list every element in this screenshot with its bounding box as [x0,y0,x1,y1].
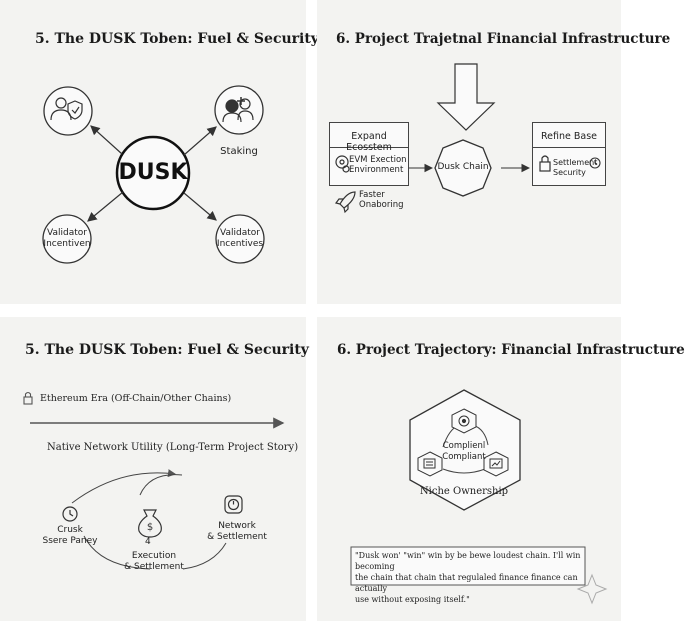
sparkle-icon [576,573,608,605]
cycle-arc-bottom [442,468,486,474]
flow-arc-bottom-left [83,535,151,570]
staking-label: Staking [220,146,258,157]
document-icon [417,451,443,477]
gear-network-icon [451,408,477,434]
validator-right-label: Validator Incentives [216,228,264,249]
box-divider [329,147,409,148]
faster-onboarding-label: Faster Onaboring [359,190,404,210]
svg-text:$: $ [147,522,153,533]
dusk-center-circle [115,135,191,211]
dusk-center-label: DUSK [118,160,188,185]
panel-title: 5. The DUSK Toben: Fuel & Security [25,342,309,358]
compliant-label: Complienl Compliant [442,441,486,462]
gear-icon [335,155,350,173]
clock-icon [62,506,78,522]
panel-financial-infrastructure: 6. Project Trajectory: Financial Infrast… [317,317,685,621]
panel-dusk-token-story: 5. The DUSK Toben: Fuel & Security $ [0,317,309,621]
flow-arc-top [71,469,176,504]
validator-left-label: Validator Incentiven [43,228,91,249]
clock-icon [589,157,601,169]
panel-title: 6. Project Trajetnal Financial Infrastru… [336,31,671,47]
infrastructure-diagram [350,389,608,605]
trajectory-diagram [334,63,601,214]
flow-arc-bottom-right [182,542,227,570]
dashboard-icon [483,451,509,477]
lock-icon [23,391,33,405]
expand-ecosystem-box [329,122,409,186]
rocket-icon [334,191,356,214]
panel-title: 5. The DUSK Toben: Fuel & Security [35,31,319,47]
staking-people-icon [222,97,254,123]
token-diagram [42,85,265,264]
flow-arc-inner [139,474,183,496]
quote-box [350,546,586,586]
arrow-to-validator-right [183,192,217,221]
native-utility-label: Native Network Utility (Long-Term Projec… [47,442,299,453]
money-bag-icon: $ [138,509,162,538]
quote-text: "Dusk won' "win" win by be bewe loudest … [355,551,581,604]
arrow-to-security [90,125,123,155]
ethereum-era-label: Ethereum Era (Off-Chain/Other Chains) [40,393,232,404]
outer-hexagon [409,389,521,511]
panel-project-trajectory: 6. Project Trajetnal Financial Infrastru… [317,0,670,304]
stopwatch-icon [224,495,243,514]
dusk-chain-label: Dusk Chain [437,162,489,172]
validator-left-circle [42,214,92,264]
left-node-label: Crusk Ssere Paney [42,525,98,546]
lock-icon [539,155,551,172]
refine-base-title: Refine Base [540,131,598,142]
dusk-chain-octagon [434,139,492,197]
staking-node-circle [214,85,264,135]
validator-right-circle [215,214,265,264]
right-node-label: Network & Settlement [207,521,267,542]
settlement-security-label: Settlement Security [553,158,598,177]
refine-base-box [532,122,606,186]
utility-diagram: $ [23,391,285,570]
mid-node-label: Execution & Settlement [124,551,184,572]
arrow-to-validator-left [87,191,124,222]
arrow-to-staking [183,126,217,156]
box-divider [532,147,606,148]
evm-label: EVM Exection Environment [349,155,407,175]
mid-node-mark: 4 [145,537,151,547]
people-shield-icon [50,97,83,121]
expand-ecosystem-title: Expand Ecosstem [346,131,392,153]
panel-title: 6. Project Trajectory: Financial Infrast… [337,342,685,358]
panel-dusk-token: 5. The DUSK Toben: Fuel & Security [0,0,319,304]
down-arrow-shape [436,63,496,131]
niche-ownership-label: Niche Ownership [419,486,509,497]
